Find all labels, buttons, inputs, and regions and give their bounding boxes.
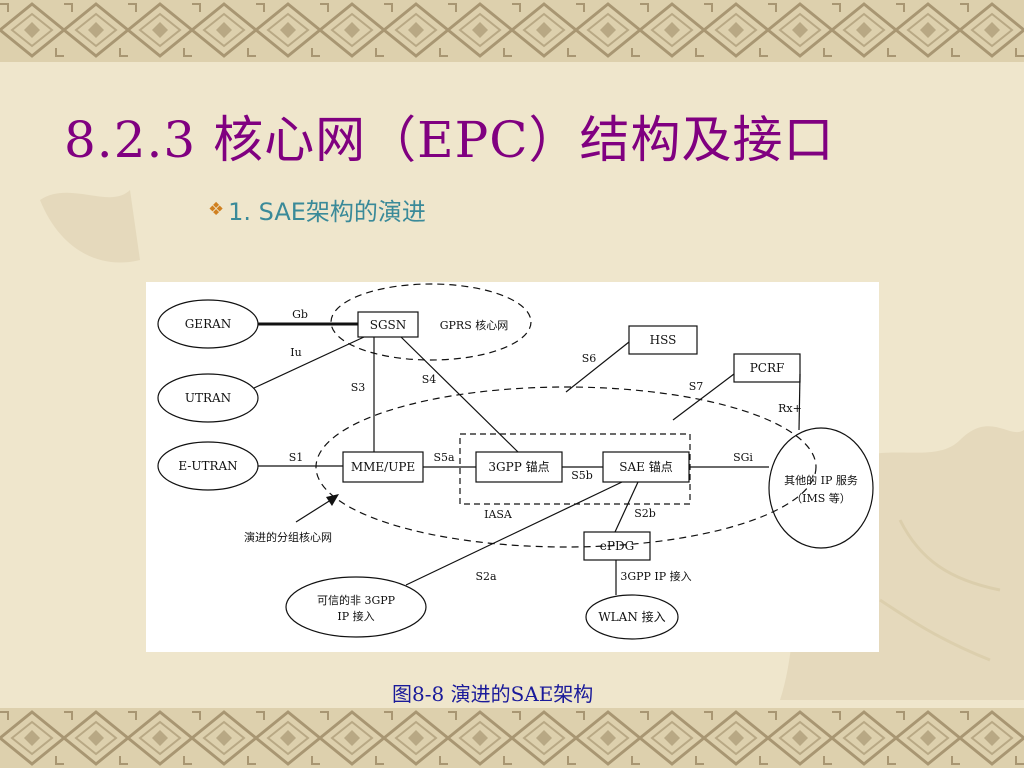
ip-services-label-1: 其他的 IP 服务 [784, 473, 858, 487]
interface-s4: S4 [422, 373, 437, 386]
interface-s5a: S5a [433, 451, 455, 464]
interface-sgi: SGi [733, 451, 753, 464]
eutran-label: E-UTRAN [178, 459, 237, 473]
interface-s7: S7 [689, 380, 704, 393]
trusted-label-1: 可信的非 3GPP [317, 593, 396, 607]
interface-3gpp-ip-access: 3GPP IP 接入 [620, 570, 691, 583]
epdg-node [583, 531, 651, 561]
epdg-label: ePDG [600, 539, 634, 553]
slide-title: 8.2.3 核心网（EPC）结构及接口 [64, 111, 835, 169]
interface-s6: S6 [582, 352, 597, 365]
hss-node [628, 325, 698, 355]
utran-node [157, 373, 259, 423]
interface-s1: S1 [289, 451, 304, 464]
mme-upe-label: MME/UPE [351, 460, 415, 474]
interface-s2b: S2b [634, 507, 656, 520]
interface-gb: Gb [292, 308, 308, 321]
bullet-point: ❖ 1. SAE架构的演进 [208, 192, 426, 227]
gprs-core-ellipse [330, 283, 532, 361]
ip-services-label-2: （IMS 等） [791, 491, 851, 505]
trusted-label-2: IP 接入 [337, 610, 374, 623]
pcrf-node [733, 353, 801, 383]
diamond-bullet-icon: ❖ [208, 199, 225, 220]
hss-label: HSS [650, 333, 677, 347]
utran-label: UTRAN [185, 391, 231, 405]
evolved-core-label: 演进的分组核心网 [244, 530, 332, 544]
interface-s2a: S2a [475, 570, 497, 583]
interface-iu: Iu [290, 346, 301, 359]
gprs-core-label: GPRS 核心网 [440, 318, 509, 332]
top-decorative-border [0, 0, 1024, 62]
wlan-node [585, 594, 679, 640]
wlan-label: WLAN 接入 [598, 609, 665, 624]
bullet-text: 1. SAE架构的演进 [228, 198, 426, 226]
interface-s3: S3 [351, 381, 366, 394]
trusted-non3gpp-node [285, 576, 427, 638]
interface-rx: Rx+ [778, 402, 802, 415]
anchor-3gpp-label: 3GPP 锚点 [488, 459, 549, 474]
iasa-label: IASA [484, 508, 513, 521]
sgsn-label: SGSN [370, 318, 407, 332]
interface-s5b: S5b [571, 469, 593, 482]
geran-label: GERAN [185, 317, 232, 331]
sae-architecture-diagram: GERAN UTRAN E-UTRAN SGSN GPRS 核心网 HSS PC… [146, 282, 879, 652]
ip-services-node [768, 427, 874, 549]
pcrf-label: PCRF [750, 361, 785, 375]
figure-caption: 图8-8 演进的SAE架构 [392, 682, 594, 706]
sae-anchor-label: SAE 锚点 [619, 459, 672, 474]
evolved-core-ellipse [315, 386, 817, 548]
bottom-decorative-border [0, 708, 1024, 768]
